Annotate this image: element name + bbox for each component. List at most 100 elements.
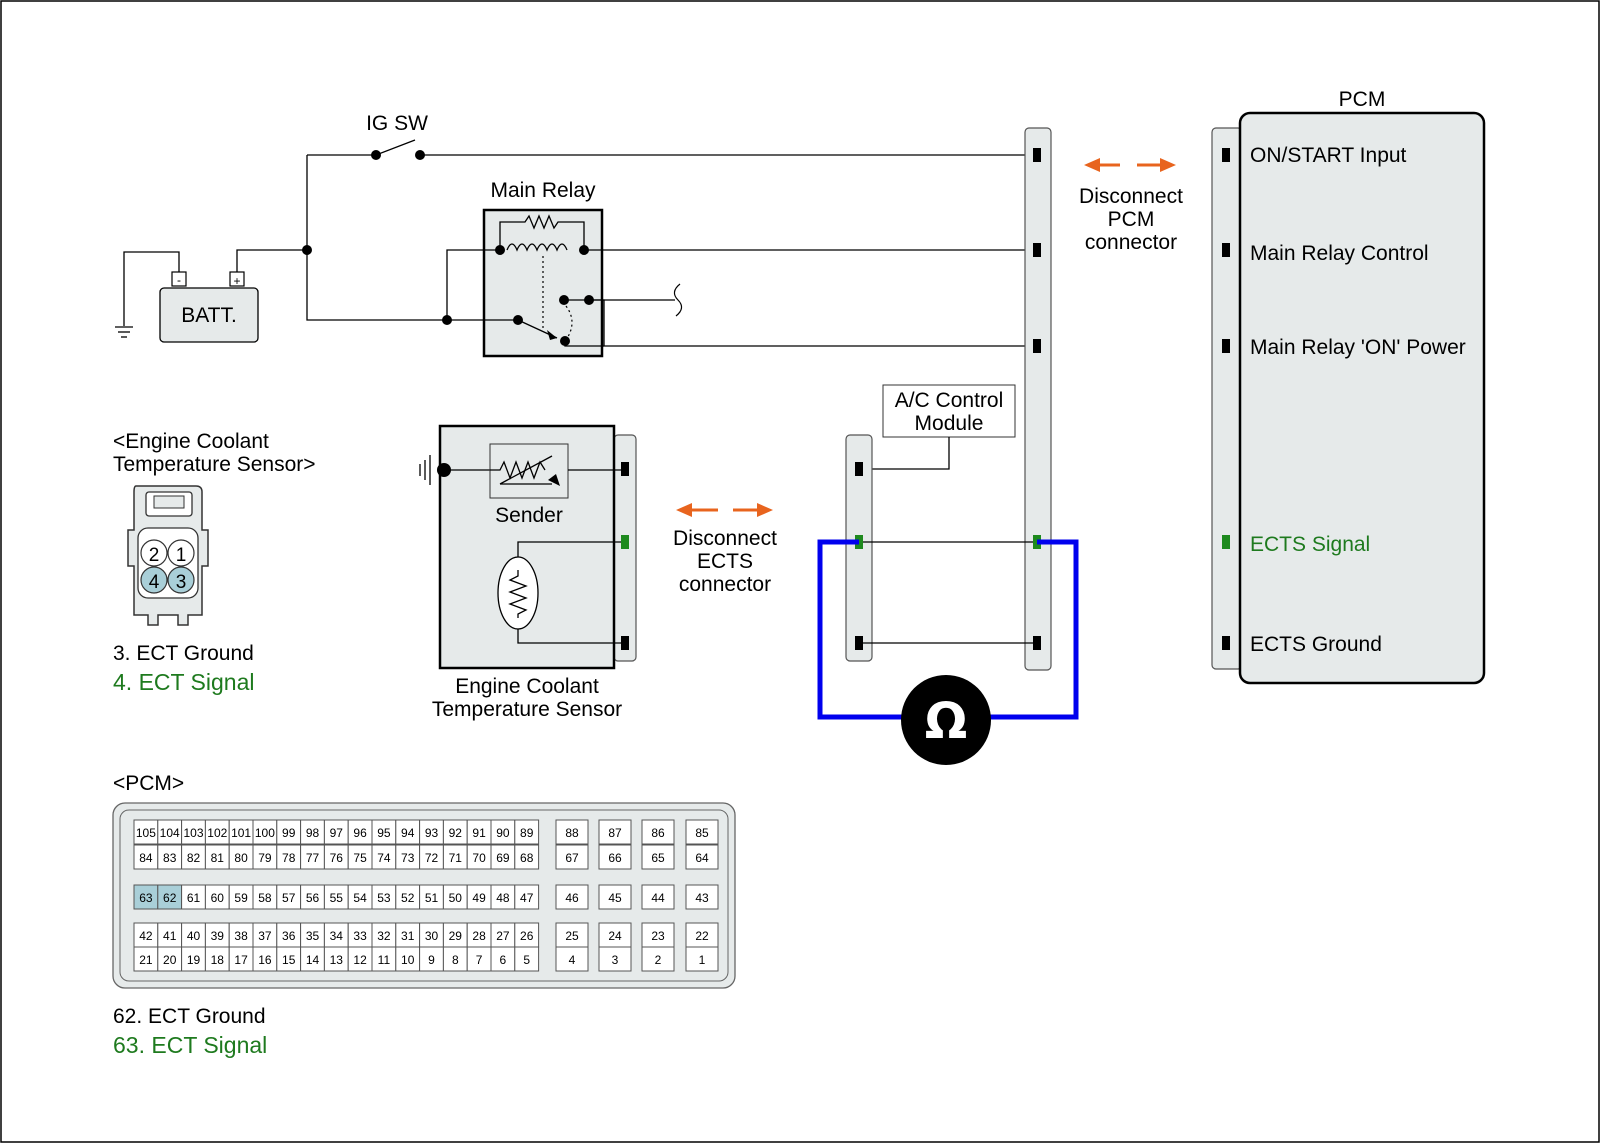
pcm-pin-label: 81: [211, 851, 225, 865]
pcm-title: PCM: [1339, 88, 1386, 111]
pcm-pin-cell: [555, 922, 589, 948]
pcm-pin-label: 77: [306, 851, 320, 865]
pin-terminal: [855, 636, 863, 650]
pcm-pin-label: 99: [282, 826, 296, 840]
relay-contact-icon: [447, 256, 594, 346]
pcm-pin-label: 11: [378, 953, 391, 967]
pcm-pin-label: 68: [520, 851, 534, 865]
meter-lead-left: [817, 539, 902, 720]
pcm-module: [1238, 111, 1486, 685]
pcm-pin-label: 101: [231, 826, 251, 840]
pcm-pin-label: 85: [695, 826, 709, 840]
pcm-pin-label: 70: [472, 851, 486, 865]
pin-terminal: [1222, 535, 1230, 549]
sensor-element-icon: [497, 541, 621, 644]
pin-terminal: [621, 636, 629, 650]
pcm-pin-label: 6: [500, 953, 507, 967]
ohm-symbol-icon: Ω: [925, 692, 968, 750]
pcm-pin-label: 93: [425, 826, 439, 840]
battery-plus-label: +: [233, 274, 240, 288]
pcm-pin-cell: [641, 844, 675, 870]
pcm-pin-label: 34: [330, 929, 344, 943]
pin-terminal: [1033, 636, 1041, 650]
pcm-pin-label: 48: [496, 891, 510, 905]
relay-coil-feed: [446, 249, 500, 320]
pcm-pin-label: 8: [452, 953, 459, 967]
pcm-pin-label: 52: [401, 891, 415, 905]
pcm-pin-label: 60: [211, 891, 225, 905]
pcm-pin-label: 16: [258, 953, 272, 967]
pin-terminal: [1033, 148, 1041, 162]
wire-break-icon: [673, 283, 683, 317]
pcm-pin-label: 25: [565, 929, 579, 943]
pcm-pin-label: 22: [695, 929, 709, 943]
pin-terminal: [1033, 339, 1041, 353]
pcm-pin-label: 13: [330, 953, 344, 967]
pcm-pin-cell: [641, 884, 675, 910]
pin-terminal: [1222, 636, 1230, 650]
thermistor-icon: [490, 455, 560, 486]
pcm-pin-label: 105: [136, 826, 156, 840]
pcm-pin-cell: [641, 922, 675, 948]
pcm-pin-label: 65: [651, 851, 665, 865]
ground-symbol: [115, 326, 133, 338]
ects-connector-face: [127, 485, 209, 626]
pin-terminal: [855, 462, 863, 476]
pcm-pin-label: 67: [565, 851, 579, 865]
disconnect-arrows-icon: [1084, 158, 1176, 172]
pcm-pin-label: 27: [496, 929, 510, 943]
ects-pin-label: 4: [149, 572, 160, 593]
pcm-pin-label: 17: [234, 953, 248, 967]
pcm-pin-cell: [555, 946, 589, 972]
pcm-pin-cell: [685, 844, 719, 870]
pcm-pin-cell: [685, 884, 719, 910]
pcm-terminal-ects-ground: ECTS Ground: [1250, 633, 1382, 656]
ac-module-line1: A/C Control: [895, 389, 1004, 412]
pcm-pin-label: 75: [353, 851, 367, 865]
supply-wire: [306, 155, 444, 321]
pcm-pin-label: 4: [569, 953, 576, 967]
pcm-pin-cell: [555, 884, 589, 910]
pcm-pin-label: 45: [608, 891, 622, 905]
pcm-pin-cell: [685, 922, 719, 948]
pcm-pin-label: 44: [651, 891, 665, 905]
pcm-pin-label: 10: [401, 953, 415, 967]
pcm-pin-label: 61: [187, 891, 201, 905]
pcm-harness-connector: [1024, 127, 1052, 671]
ects-connector-heading-line1: <Engine Coolant: [113, 430, 269, 453]
pcm-terminal-ects-signal: ECTS Signal: [1250, 533, 1370, 556]
pcm-pin-cell: [685, 946, 719, 972]
ig-switch-label: IG SW: [366, 112, 428, 135]
ect-sensor-caption-line2: Temperature Sensor: [432, 698, 622, 721]
pcm-pin-label: 82: [187, 851, 201, 865]
pcm-pin-label: 29: [449, 929, 463, 943]
pcm-pin-label: 94: [401, 826, 415, 840]
pcm-pin-label: 83: [163, 851, 177, 865]
ohmmeter: [901, 675, 991, 765]
pcm-pin-label: 53: [377, 891, 391, 905]
ac-control-module: [882, 384, 1016, 438]
relay-on-power-wire: [589, 299, 1038, 347]
pcm-pin-label: 56: [306, 891, 320, 905]
pcm-pin-label: 26: [520, 929, 534, 943]
pcm-pin-label: 50: [449, 891, 463, 905]
ects-note-signal: 4. ECT Signal: [113, 669, 254, 695]
pcm-pin-label: 41: [163, 929, 177, 943]
disconnect-pcm-line3: connector: [1085, 231, 1177, 254]
pcm-pin-label: 72: [425, 851, 439, 865]
pcm-pin-label: 40: [187, 929, 201, 943]
pcm-pin-label: 73: [401, 851, 415, 865]
pcm-pin-label: 87: [608, 826, 622, 840]
pcm-pin-label: 33: [353, 929, 367, 943]
pcm-pin-label: 64: [695, 851, 709, 865]
pcm-pin-label: 104: [160, 826, 180, 840]
pcm-pin-cell: [514, 884, 540, 910]
pcm-pin-label: 47: [520, 891, 534, 905]
pcm-pin-label: 80: [234, 851, 248, 865]
pcm-pin-label: 103: [183, 826, 203, 840]
pcm-pin-label: 79: [258, 851, 272, 865]
pcm-pin-label: 39: [211, 929, 225, 943]
battery: - + BATT.: [159, 271, 259, 343]
pcm-pin-label: 54: [353, 891, 367, 905]
